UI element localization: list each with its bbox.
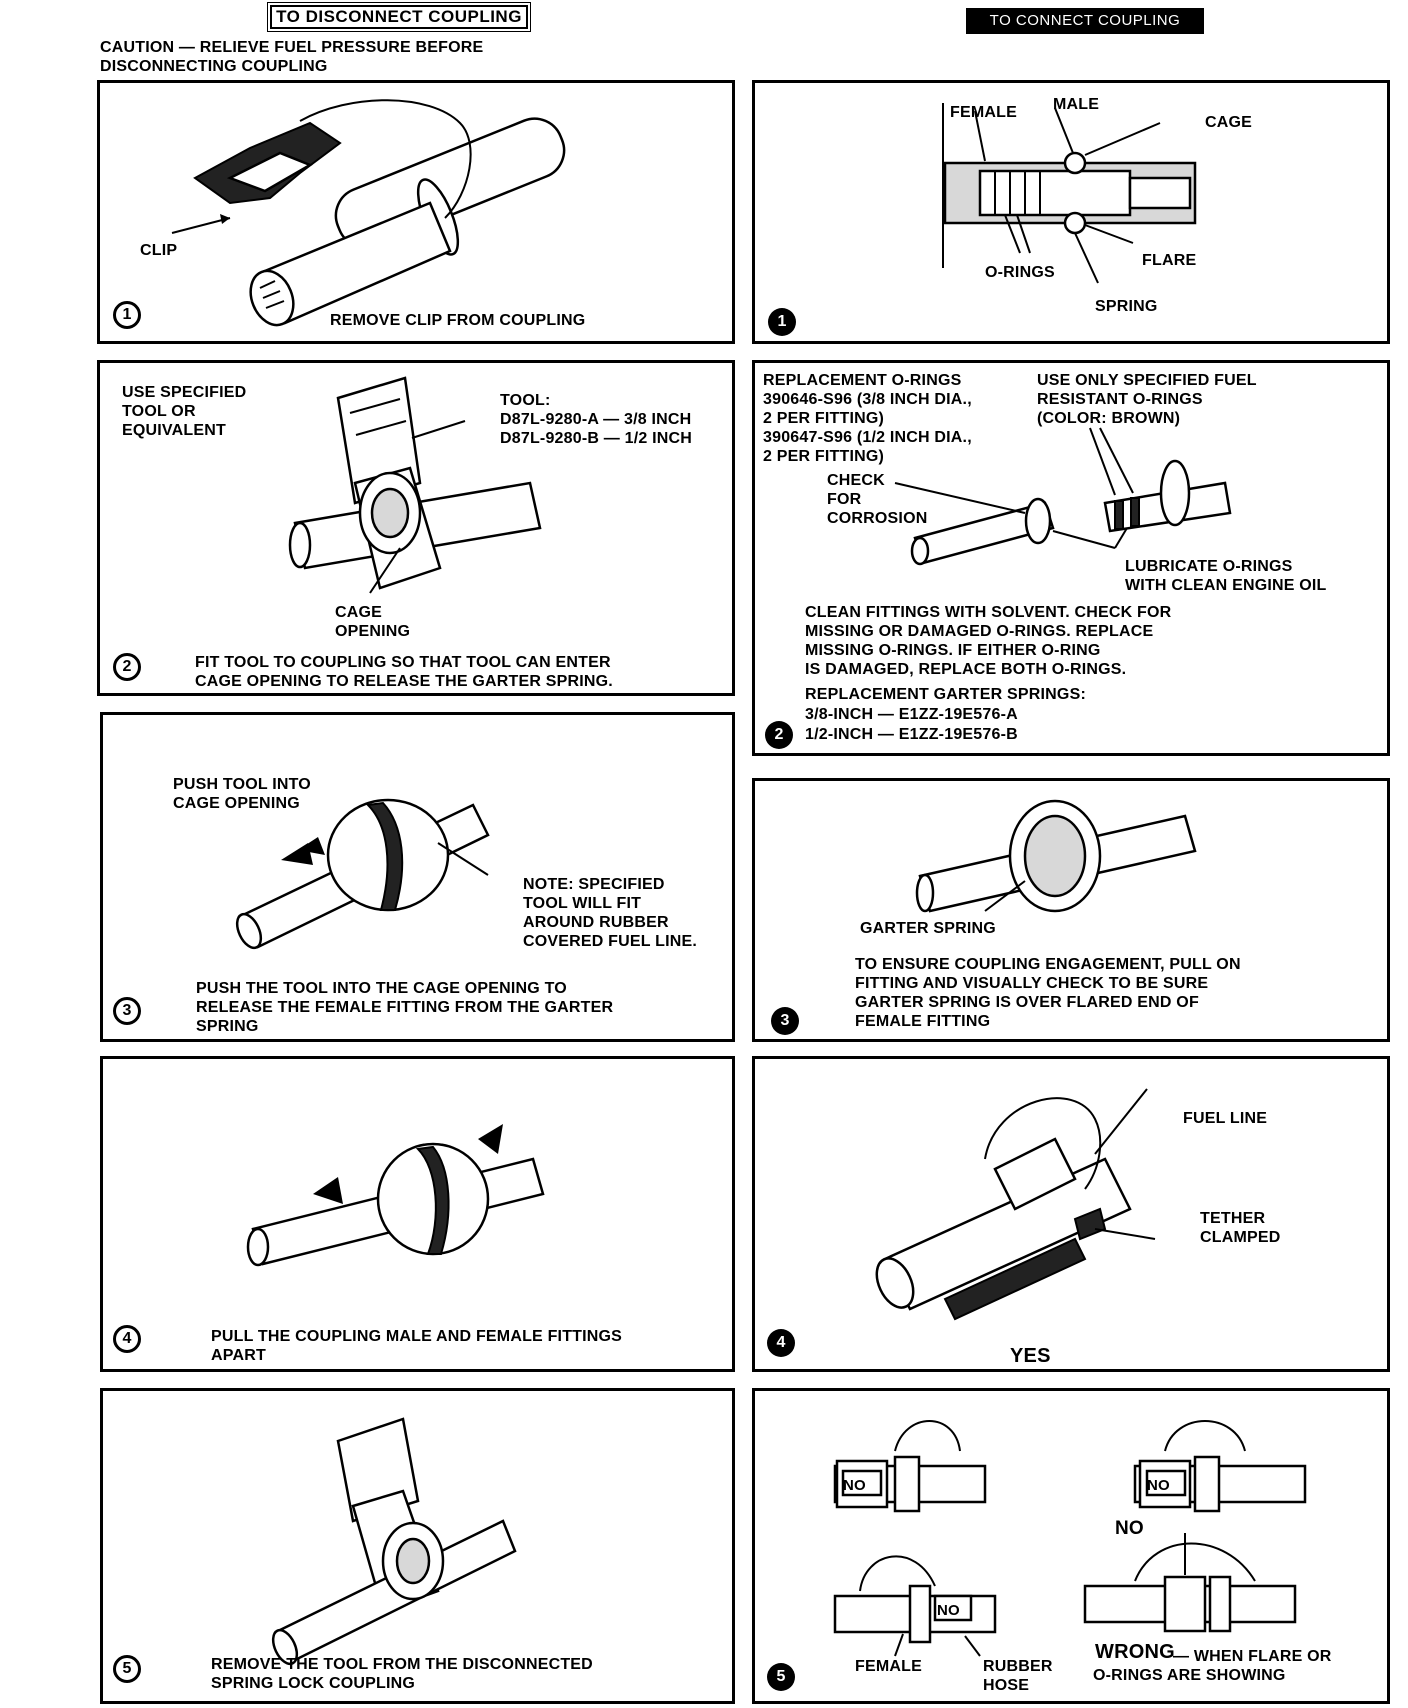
left-step-4-number: 4 — [113, 1325, 141, 1353]
female-label: FEMALE — [950, 104, 1017, 121]
male-label: MALE — [1053, 96, 1100, 113]
right-step-2-panel: REPLACEMENT O-RINGS 390646-S96 (3/8 INCH… — [752, 360, 1390, 756]
garter-springs-title: REPLACEMENT GARTER SPRINGS: — [805, 686, 1086, 703]
garter-spring-label: GARTER SPRING — [860, 920, 996, 937]
tether-clamped-label: TETHER CLAMPED — [1200, 1210, 1281, 1246]
left-step-5-number: 5 — [113, 1655, 141, 1683]
flare-label: FLARE — [1142, 252, 1197, 269]
no-center-label: NO — [1115, 1518, 1144, 1539]
clean-fittings-label: CLEAN FITTINGS WITH SOLVENT. CHECK FOR M… — [805, 604, 1172, 678]
left-step-3-number: 3 — [113, 997, 141, 1025]
replacement-o-rings-label: REPLACEMENT O-RINGS 390646-S96 (3/8 INCH… — [763, 372, 972, 465]
left-step-3-caption: PUSH THE TOOL INTO THE CAGE OPENING TO R… — [196, 980, 614, 1035]
right-step-1-number: 1 — [768, 308, 796, 336]
right-step-1-panel: FEMALE MALE CAGE O-RINGS FLARE SPRING 1 — [752, 80, 1390, 344]
o-rings-label: O-RINGS — [985, 264, 1055, 281]
right-step-3-number: 3 — [771, 1007, 799, 1035]
left-step-5-caption: REMOVE THE TOOL FROM THE DISCONNECTED SP… — [211, 1656, 593, 1692]
remove-tool-illustration — [271, 1417, 517, 1666]
wrong-description: — WHEN FLARE OR O-RINGS ARE SHOWING — [1093, 1648, 1332, 1684]
lubricate-label: LUBRICATE O-RINGS WITH CLEAN ENGINE OIL — [1125, 558, 1327, 594]
garter-spring-a: 3/8-INCH — E1ZZ-19E576-A — [805, 706, 1018, 723]
left-step-1-panel: CLIP 1 REMOVE CLIP FROM COUPLING — [97, 80, 735, 344]
right-step-4-number: 4 — [767, 1329, 795, 1357]
wrong-connections-illustration — [833, 1420, 1307, 1657]
disconnect-header: TO DISCONNECT COUPLING — [267, 2, 531, 32]
engagement-check-illustration — [915, 799, 1197, 913]
note-label: NOTE: SPECIFIED TOOL WILL FIT AROUND RUB… — [523, 876, 697, 950]
right-step-5-panel: NO NO NO NO WRONG — WHEN FLARE OR O-RING… — [752, 1388, 1390, 1704]
left-step-4-caption: PULL THE COUPLING MALE AND FEMALE FITTIN… — [211, 1328, 623, 1364]
cage-opening-label: CAGE OPENING — [335, 604, 411, 640]
coupling-cutaway-illustration — [942, 103, 1197, 284]
left-step-5-panel: 5 REMOVE THE TOOL FROM THE DISCONNECTED … — [100, 1388, 735, 1704]
left-step-2-caption: FIT TOOL TO COUPLING SO THAT TOOL CAN EN… — [195, 654, 613, 690]
left-step-1-caption: REMOVE CLIP FROM COUPLING — [330, 312, 586, 329]
push-tool-illustration — [235, 798, 490, 950]
tool-fit-illustration — [288, 376, 542, 594]
spring-label: SPRING — [1095, 298, 1158, 315]
use-tool-label: USE SPECIFIED TOOL OR EQUIVALENT — [122, 384, 247, 439]
right-step-4-panel: FUEL LINE TETHER CLAMPED 4 YES — [752, 1056, 1390, 1372]
pull-apart-illustration — [246, 1124, 545, 1267]
tether-clamped-illustration — [875, 1088, 1156, 1321]
garter-spring-b: 1/2-INCH — E1ZZ-19E576-B — [805, 726, 1018, 743]
no-label-3: NO — [937, 1602, 960, 1619]
right-step-2-number: 2 — [765, 721, 793, 749]
left-step-1-number: 1 — [113, 301, 141, 329]
rubber-hose-label: RUBBER HOSE — [983, 1658, 1053, 1694]
push-tool-label: PUSH TOOL INTO CAGE OPENING — [173, 776, 311, 812]
caution-text: CAUTION — RELIEVE FUEL PRESSURE BEFORE D… — [100, 39, 484, 75]
left-step-2-number: 2 — [113, 653, 141, 681]
clip-label: CLIP — [140, 242, 178, 259]
female-label-5: FEMALE — [855, 1658, 922, 1675]
right-step-3-caption: TO ENSURE COUPLING ENGAGEMENT, PULL ON F… — [855, 956, 1241, 1030]
connect-header: TO CONNECT COUPLING — [966, 8, 1204, 34]
no-label-1: NO — [843, 1477, 866, 1494]
yes-label: YES — [1010, 1345, 1051, 1367]
left-step-3-panel: PUSH TOOL INTO CAGE OPENING NOTE: SPECIF… — [100, 712, 735, 1042]
fuel-line-label: FUEL LINE — [1183, 1110, 1268, 1127]
right-step-3-panel: GARTER SPRING TO ENSURE COUPLING ENGAGEM… — [752, 778, 1390, 1042]
use-only-label: USE ONLY SPECIFIED FUEL RESISTANT O-RING… — [1037, 372, 1257, 427]
check-corrosion-label: CHECK FOR CORROSION — [827, 472, 928, 527]
left-step-2-panel: USE SPECIFIED TOOL OR EQUIVALENT TOOL: D… — [97, 360, 735, 696]
cage-label: CAGE — [1205, 114, 1253, 131]
no-label-2: NO — [1147, 1477, 1170, 1494]
right-step-5-number: 5 — [767, 1663, 795, 1691]
wrong-label: WRONG — [1095, 1641, 1175, 1663]
tool-label: TOOL: D87L-9280-A — 3/8 INCH D87L-9280-B… — [500, 392, 693, 447]
left-step-4-panel: 4 PULL THE COUPLING MALE AND FEMALE FITT… — [100, 1056, 735, 1372]
o-ring-inspection-illustration — [894, 427, 1232, 566]
clip-removal-illustration — [171, 99, 566, 327]
